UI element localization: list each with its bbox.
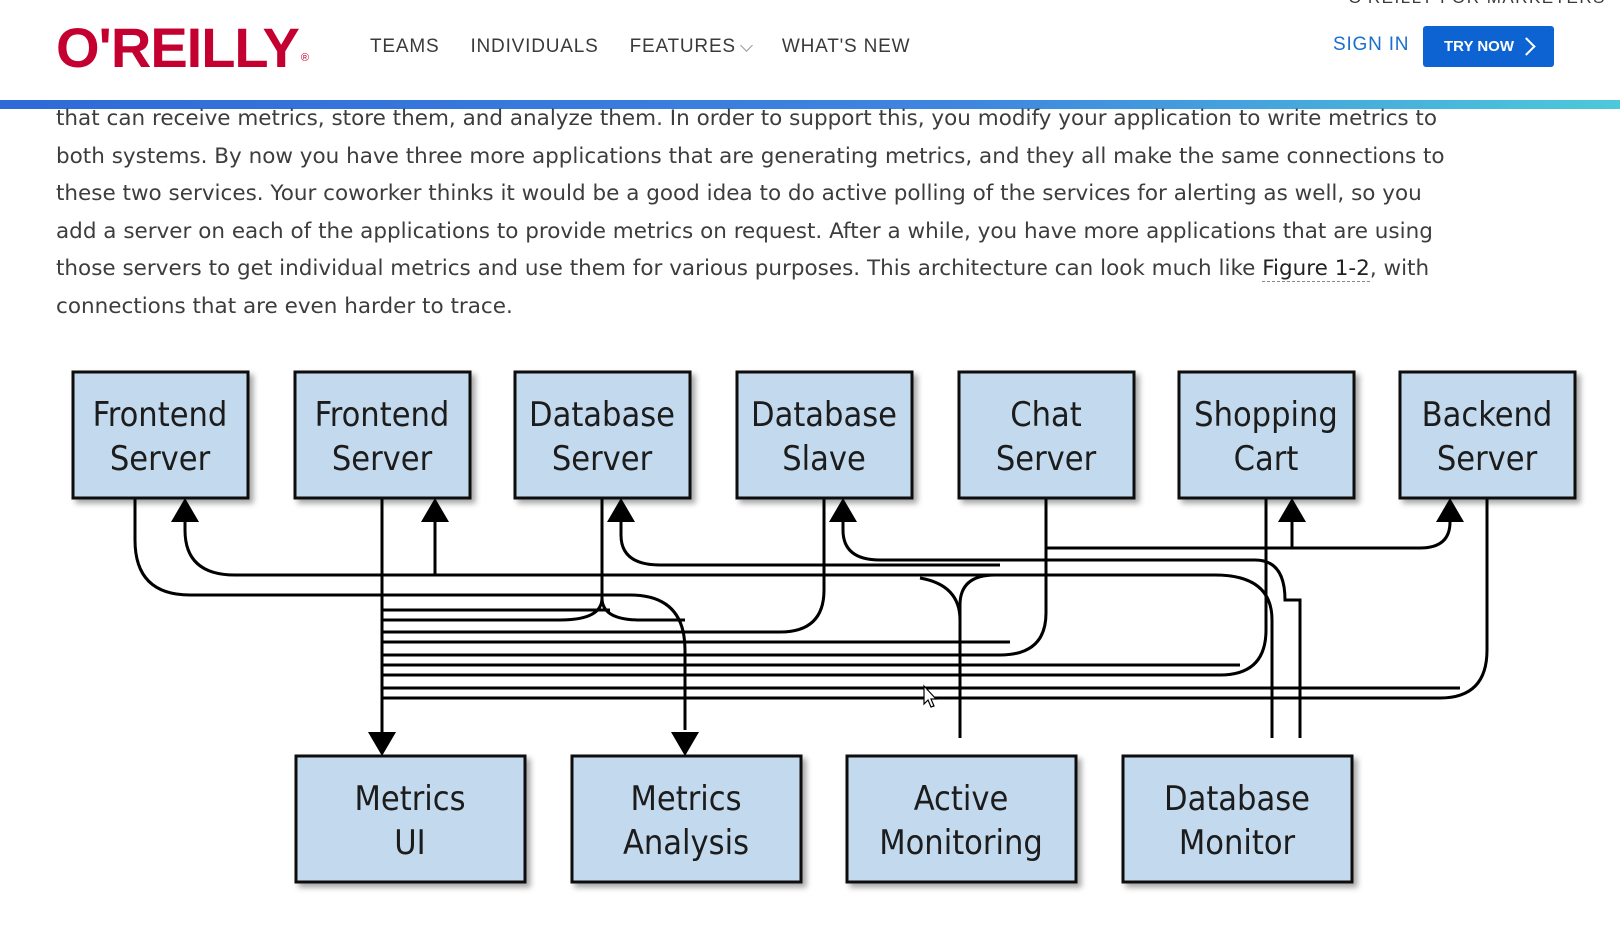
registered-mark: ®: [300, 52, 309, 64]
box-label-line1: Database: [1164, 779, 1310, 819]
nav-teams[interactable]: TEAMS: [370, 36, 439, 58]
connection-line: [133, 498, 687, 730]
nav-teams-label: TEAMS: [370, 36, 440, 57]
box-frontend-server-2: Frontend Server: [293, 370, 472, 500]
architecture-diagram: Frontend Server Frontend Server Database…: [71, 370, 1577, 884]
nav-whats-new[interactable]: WHAT'S NEW: [782, 36, 910, 58]
marketers-link[interactable]: O'REILLY FOR MARKETERS: [1348, 0, 1606, 8]
connection-line: [600, 597, 685, 622]
reading-progress-bar: [0, 100, 1620, 109]
chevron-right-icon: [1517, 37, 1536, 56]
try-now-label: TRY NOW: [1444, 38, 1514, 55]
box-label-line1: Shopping: [1194, 395, 1338, 435]
figure-link[interactable]: Figure 1-2: [1262, 256, 1370, 282]
box-label-line1: Database: [529, 395, 675, 435]
paragraph-line: those servers to get individual metrics …: [56, 250, 1531, 288]
chevron-down-icon: [740, 38, 753, 52]
nav-features[interactable]: FEATURES: [629, 36, 753, 58]
box-metrics-analysis: Metrics Analysis: [570, 754, 803, 884]
oreilly-logo[interactable]: O'REILLY®: [56, 16, 309, 80]
box-label-line2: Analysis: [623, 823, 749, 863]
connection-lines: [133, 498, 1489, 738]
box-label-line2: Monitor: [1179, 823, 1296, 863]
arrow-heads: [171, 498, 1464, 756]
arrow-head: [607, 498, 635, 522]
box-label-line2: Monitoring: [879, 823, 1043, 863]
box-chat-server: Chat Server: [957, 370, 1136, 500]
box-label-line2: Cart: [1234, 439, 1299, 479]
box-label-line1: Active: [914, 779, 1009, 819]
paragraph-line: connections that are even harder to trac…: [56, 293, 513, 319]
box-label-line2: Server: [332, 439, 433, 479]
box-label-line2: UI: [394, 823, 425, 863]
nav-individuals-label: INDIVIDUALS: [470, 36, 599, 57]
arrow-head: [421, 498, 449, 522]
paragraph-line: that can receive metrics, store them, an…: [56, 106, 1438, 131]
box-active-monitoring: Active Monitoring: [845, 754, 1078, 884]
connection-line: [382, 498, 826, 634]
connection-line: [841, 522, 1302, 738]
box-label-line2: Slave: [782, 439, 866, 479]
nav-individuals[interactable]: INDIVIDUALS: [470, 36, 598, 58]
sign-in-link[interactable]: SIGN IN: [1333, 34, 1410, 55]
box-label-line2: Server: [996, 439, 1097, 479]
paragraph-line: both systems. By now you have three more…: [56, 143, 1445, 169]
box-database-monitor: Database Monitor: [1121, 754, 1354, 884]
box-metrics-ui: Metrics UI: [294, 754, 527, 884]
box-label-line2: Server: [552, 439, 653, 479]
connection-line: [382, 498, 1268, 677]
paragraph-text: those servers to get individual metrics …: [56, 256, 1263, 281]
connection-line: [382, 498, 1048, 657]
box-database-slave: Database Slave: [735, 370, 914, 500]
logo-text: O'REILLY: [56, 16, 300, 79]
arrow-head: [1278, 498, 1306, 522]
box-database-server: Database Server: [513, 370, 692, 500]
connection-line: [382, 498, 604, 622]
paragraph-line: add a server on each of the applications…: [56, 218, 1433, 244]
arrow-head: [671, 732, 699, 756]
arrow-head: [829, 498, 857, 522]
box-label-line1: Database: [751, 395, 897, 435]
box-label-line2: Server: [110, 439, 211, 479]
nav-whats-new-label: WHAT'S NEW: [781, 36, 911, 57]
mouse-cursor-icon: [923, 684, 938, 708]
box-shopping-cart: Shopping Cart: [1177, 370, 1356, 500]
connection-line: [1046, 521, 1452, 550]
box-label-line1: Metrics: [630, 779, 741, 819]
arrow-head: [1436, 498, 1464, 522]
box-label-line1: Chat: [1010, 395, 1082, 435]
connection-line: [958, 573, 996, 738]
connection-line: [382, 498, 1489, 700]
body-paragraph: that can receive metrics, store them, an…: [56, 100, 1531, 325]
box-backend-server: Backend Server: [1398, 370, 1577, 500]
box-frontend-server-1: Frontend Server: [71, 370, 250, 500]
connection-line: [619, 522, 1000, 567]
connection-line: [919, 576, 962, 621]
arrow-head: [171, 498, 199, 522]
box-label-line1: Frontend: [93, 395, 228, 435]
nav-features-label: FEATURES: [629, 36, 736, 57]
connection-line: [183, 522, 1274, 738]
box-label-line1: Backend: [1422, 395, 1553, 435]
main-nav: TEAMS INDIVIDUALS FEATURES WHAT'S NEW: [370, 36, 910, 58]
box-label-line1: Frontend: [315, 395, 450, 435]
box-label-line2: Server: [1437, 439, 1538, 479]
arrow-head: [368, 732, 396, 756]
paragraph-text: , with: [1369, 256, 1430, 281]
site-header: O'REILLY FOR MARKETERS O'REILLY® TEAMS I…: [0, 0, 1620, 104]
box-label-line1: Metrics: [354, 779, 465, 819]
paragraph-line: these two services. Your coworker thinks…: [56, 181, 1422, 206]
try-now-button[interactable]: TRY NOW: [1423, 26, 1554, 67]
